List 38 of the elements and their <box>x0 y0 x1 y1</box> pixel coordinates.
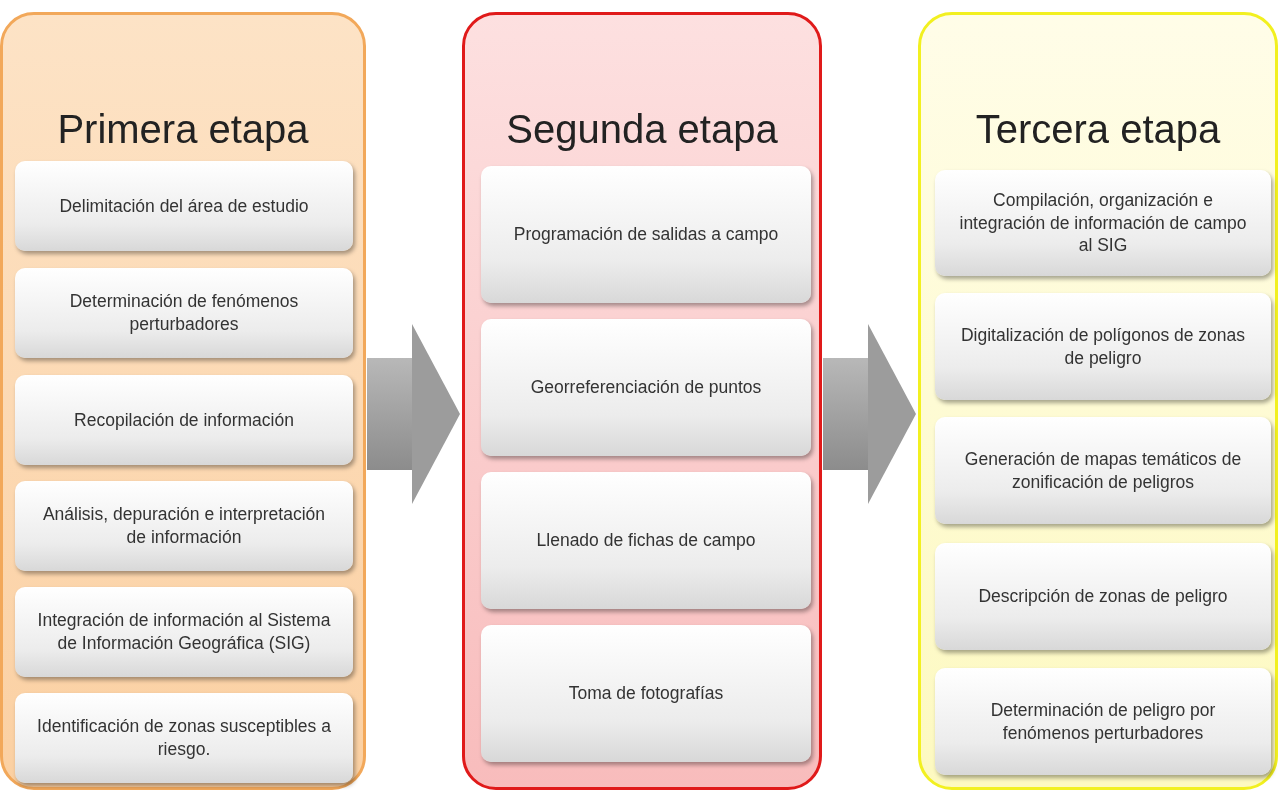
task-box <box>15 268 353 358</box>
task-text: Determinación de fenómenos perturbadores <box>68 290 300 336</box>
stage-panel <box>462 12 822 790</box>
task-box <box>935 668 1271 775</box>
task-box <box>15 375 353 465</box>
task-box <box>15 481 353 571</box>
task-text: Identificación de zonas susceptibles a riesgo. <box>37 715 331 761</box>
task-text: Llenado de fichas de campo <box>536 529 756 552</box>
task-text: Generación de mapas temáticos de zonificación de peligros <box>963 447 1243 494</box>
task-box <box>481 472 811 609</box>
task-box <box>481 319 811 456</box>
task-box <box>935 170 1271 276</box>
stage-panel <box>918 12 1278 790</box>
task-text: Análisis, depuración e interpretación de información <box>41 503 327 549</box>
task-box <box>935 293 1271 400</box>
stage-title: Tercera etapa <box>974 107 1222 152</box>
task-text: Toma de fotografías <box>568 682 724 705</box>
stage-title: Segunda etapa <box>505 107 779 152</box>
task-box <box>481 625 811 762</box>
task-box <box>935 543 1271 650</box>
task-text: Descripción de zonas de peligro <box>978 585 1228 608</box>
stage-title: Primera etapa <box>56 107 310 152</box>
task-box <box>15 161 353 251</box>
task-text: Determinación de peligro por fenómenos perturbadores <box>989 698 1217 745</box>
task-text: Recopilación de información <box>74 408 294 432</box>
block-arrow <box>367 324 460 504</box>
task-text: Compilación, organización e integración de información de campo al SIG <box>958 188 1248 258</box>
task-box <box>15 587 353 677</box>
task-text: Programación de salidas a campo <box>513 223 779 246</box>
task-text: Georreferenciación de puntos <box>530 376 762 399</box>
task-text: Integración de información al Sistema de Información Geográfica (SIG) <box>37 609 331 655</box>
task-text: Digitalización de polígonos de zonas de peligro <box>959 323 1247 370</box>
block-arrow <box>823 324 916 504</box>
task-box <box>935 417 1271 524</box>
stage-panel <box>0 12 366 790</box>
task-box <box>481 166 811 303</box>
task-text: Delimitación del área de estudio <box>59 194 309 218</box>
task-box <box>15 693 353 783</box>
